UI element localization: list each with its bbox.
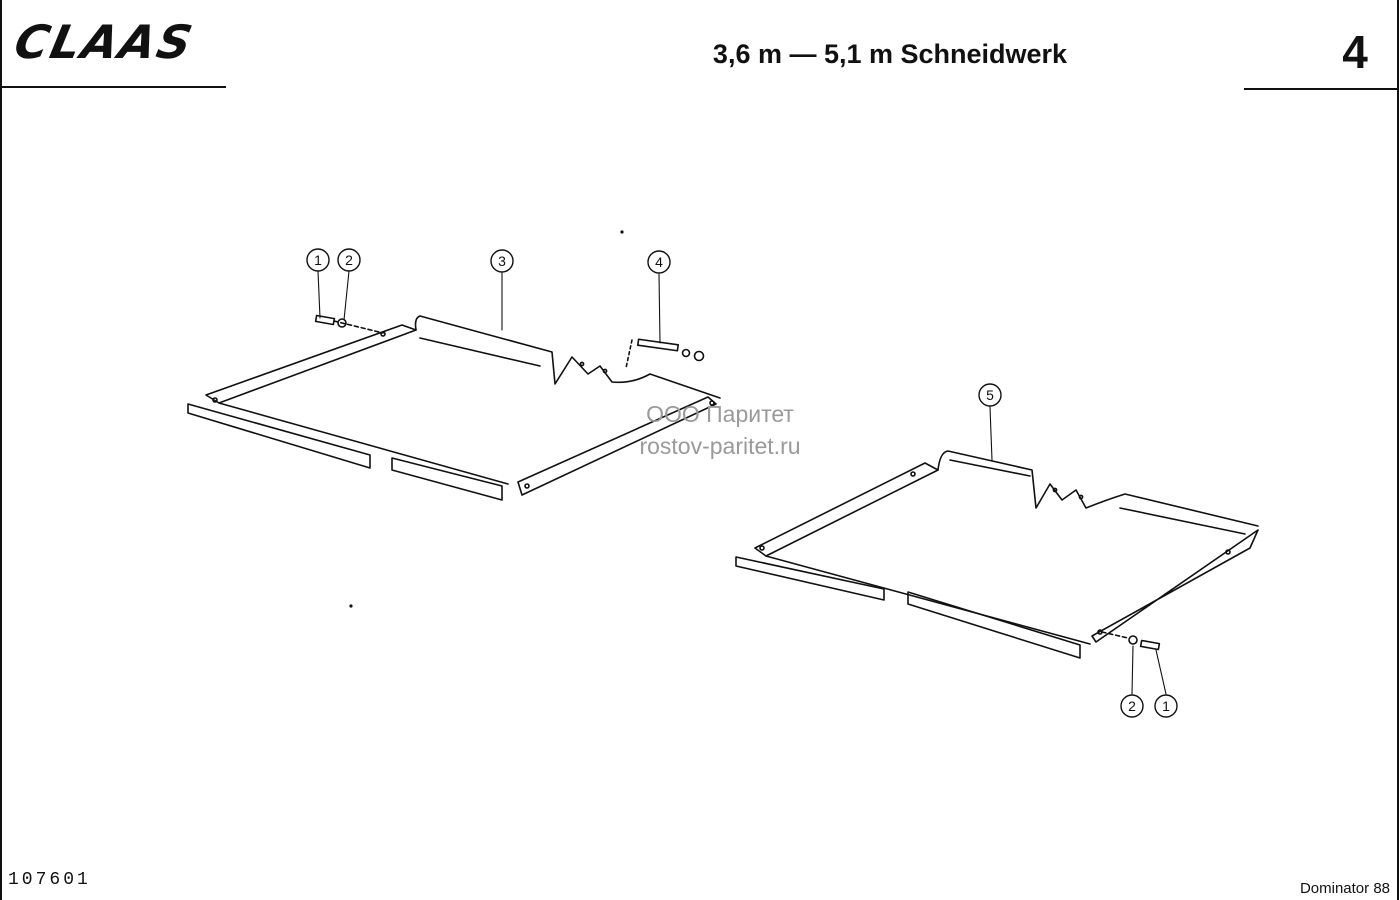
callout-3: 3 <box>490 249 514 273</box>
svg-text:4: 4 <box>655 254 663 270</box>
scan-speck <box>620 230 624 234</box>
left-bolt-and-washer <box>314 314 384 334</box>
svg-text:2: 2 <box>345 252 353 268</box>
page-title: 3,6 m — 5,1 m Schneidwerk <box>712 39 1068 69</box>
header-rule-right <box>1244 88 1399 90</box>
section-number: 4 <box>1342 26 1368 78</box>
callout-2-right: 2 <box>1120 694 1144 718</box>
right-plate-5 <box>735 450 1259 659</box>
callout-5: 5 <box>978 383 1002 407</box>
drawing-number: 107601 <box>8 870 91 890</box>
svg-text:1: 1 <box>1162 698 1170 714</box>
callout-4: 4 <box>647 250 671 274</box>
frame-left-border <box>0 0 2 900</box>
svg-text:2: 2 <box>1128 698 1136 714</box>
right-bolt-and-washer <box>1101 631 1161 651</box>
callout-1-right: 1 <box>1154 694 1178 718</box>
machine-model: Dominator 88 <box>1299 880 1390 897</box>
left-plate-3 <box>187 315 721 501</box>
frame-right-border <box>1397 0 1399 900</box>
svg-text:3: 3 <box>498 253 506 269</box>
svg-text:1: 1 <box>314 252 322 268</box>
left-bolt-4-assembly <box>625 338 705 369</box>
watermark-company: ООО Паритет <box>646 401 794 427</box>
callout-2-left: 2 <box>337 248 361 272</box>
scan-speck <box>349 604 353 608</box>
header-rule-left <box>0 86 226 88</box>
callout-1-left: 1 <box>306 248 330 272</box>
watermark: ООО Паритет rostov-paritet.ru <box>560 398 880 462</box>
leader-lines <box>317 270 1167 695</box>
svg-text:5: 5 <box>986 387 994 403</box>
watermark-url: rostov-paritet.ru <box>639 433 801 459</box>
